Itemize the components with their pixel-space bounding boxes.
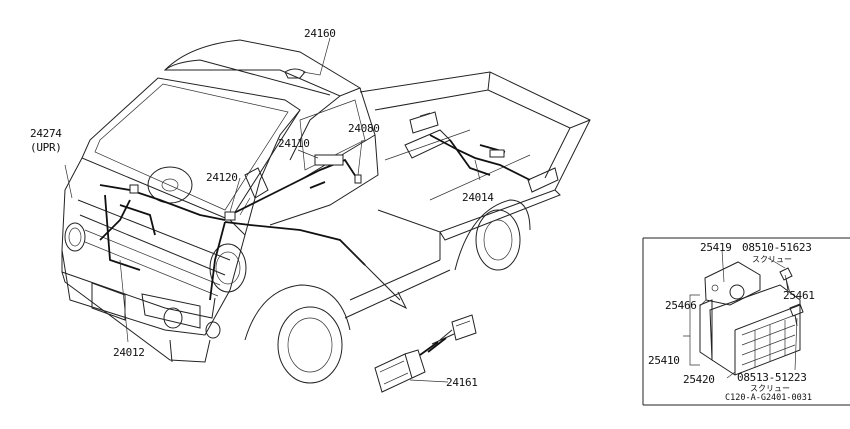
- part-label-25410: 25410: [648, 354, 680, 367]
- screw-label-2: スクリュー: [750, 384, 790, 393]
- part-label-24161: 24161: [446, 376, 478, 389]
- drawing-code: C120-A-G2401-0031: [725, 393, 812, 403]
- part-label-08513-51223: 08513-51223: [737, 371, 807, 384]
- part-label-24120: 24120: [206, 171, 238, 184]
- part-label-24014: 24014: [462, 191, 494, 204]
- leader-lines: [64, 37, 798, 383]
- part-label-24012: 24012: [113, 346, 145, 359]
- truck-bed: [344, 71, 591, 319]
- part-label-24080: 24080: [348, 122, 380, 135]
- part-label-25466: 25466: [665, 299, 697, 312]
- part-label-24160: 24160: [304, 27, 336, 40]
- wire-harness: [99, 134, 531, 310]
- part-label-25420: 25420: [683, 373, 715, 386]
- part-label-25419: 25419: [700, 241, 732, 254]
- part-label-24274-sub: (UPR): [30, 141, 62, 154]
- part-label-25461: 25461: [783, 289, 815, 302]
- part-label-08510-51623: 08510-51623: [742, 241, 812, 254]
- screw-label-1: スクリュー: [752, 255, 792, 264]
- sub-harness-24161: [374, 314, 477, 393]
- part-label-24274: 24274: [30, 127, 62, 140]
- part-label-24110: 24110: [278, 137, 310, 150]
- truck-cab: [61, 39, 379, 384]
- inset-relay-detail: [642, 237, 850, 406]
